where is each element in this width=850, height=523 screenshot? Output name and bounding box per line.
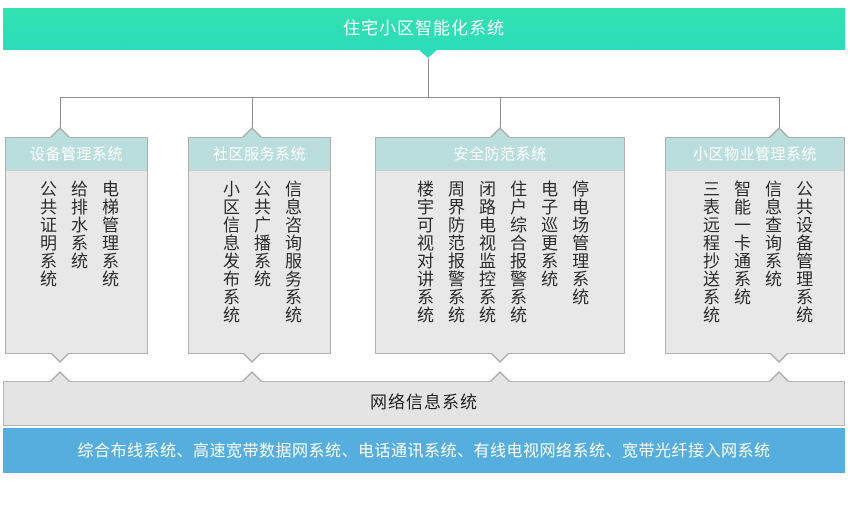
leaf-item[interactable]: 公共证明系统: [35, 180, 56, 288]
leaf-item[interactable]: 楼宇可视对讲系统: [412, 180, 433, 324]
connector-trunk-vertical: [428, 58, 429, 98]
network-bar-notch-3-fill-icon: [491, 373, 509, 382]
leaf-item[interactable]: 三表远程抄送系统: [698, 180, 719, 324]
root-banner-notch-icon: [418, 49, 438, 58]
category-1-top-notch-fill-icon: [51, 129, 69, 138]
category-box-property-management[interactable]: 小区物业管理系统 公共设备管理系统 信息查询系统 智能一卡通系统 三表远程抄送系…: [665, 137, 845, 354]
leaf-item[interactable]: 周界防范报警系统: [443, 180, 464, 324]
leaf-item[interactable]: 电梯管理系统: [98, 180, 119, 288]
category-4-top-notch-fill-icon: [770, 129, 788, 138]
category-header-community-service: 社区服务系统: [189, 138, 330, 171]
leaf-item[interactable]: 闭路电视监控系统: [475, 180, 495, 324]
category-header-label: 小区物业管理系统: [692, 144, 817, 163]
leaf-item[interactable]: 电子巡更系统: [537, 180, 558, 288]
leaf-item[interactable]: 信息查询系统: [761, 180, 782, 288]
category-3-top-notch-fill-icon: [491, 129, 509, 138]
category-body-security-protection: 停电场管理系统 电子巡更系统 住户综合报警系统 闭路电视监控系统 周界防范报警系…: [376, 171, 624, 354]
category-body-equipment-management: 电梯管理系统 给排水系统 公共证明系统: [6, 171, 147, 354]
category-2-bottom-notch-fill-icon: [243, 352, 261, 361]
network-information-bar[interactable]: 网络信息系统: [3, 381, 845, 426]
category-box-equipment-management[interactable]: 设备管理系统 电梯管理系统 给排水系统 公共证明系统: [5, 137, 148, 354]
leaf-item[interactable]: 智能一卡通系统: [730, 180, 750, 306]
connector-drop-1: [60, 97, 61, 137]
leaf-item[interactable]: 给排水系统: [67, 180, 88, 270]
category-box-security-protection[interactable]: 安全防范系统 停电场管理系统 电子巡更系统 住户综合报警系统 闭路电视监控系统 …: [375, 137, 625, 354]
category-box-community-service[interactable]: 社区服务系统 信息咨询服务系统 公共广播系统 小区信息发布系统: [188, 137, 331, 354]
category-body-property-management: 公共设备管理系统 信息查询系统 智能一卡通系统 三表远程抄送系统: [666, 171, 844, 354]
connector-drop-4: [779, 97, 780, 137]
category-header-label: 社区服务系统: [212, 144, 306, 163]
leaf-item[interactable]: 信息咨询服务系统: [281, 180, 302, 324]
category-2-top-notch-fill-icon: [243, 129, 261, 138]
leaf-item[interactable]: 住户综合报警系统: [506, 180, 527, 324]
network-bar-notch-1-fill-icon: [51, 373, 69, 382]
category-1-bottom-notch-fill-icon: [51, 352, 69, 361]
connector-bus-horizontal: [60, 97, 780, 98]
leaf-item[interactable]: 停电场管理系统: [568, 180, 589, 306]
connector-drop-3: [500, 97, 501, 137]
network-information-label: 网络信息系统: [370, 393, 478, 413]
category-header-security-protection: 安全防范系统: [376, 138, 624, 171]
category-header-label: 设备管理系统: [29, 144, 123, 163]
category-body-community-service: 信息咨询服务系统 公共广播系统 小区信息发布系统: [189, 171, 330, 354]
root-system-title: 住宅小区智能化系统: [343, 18, 505, 39]
infrastructure-label: 综合布线系统、高速宽带数据网系统、电话通讯系统、有线电视网络系统、宽带光纤接入网…: [77, 440, 771, 460]
root-system-banner: 住宅小区智能化系统: [3, 8, 845, 50]
leaf-item[interactable]: 公共设备管理系统: [792, 180, 813, 324]
infrastructure-bar[interactable]: 综合布线系统、高速宽带数据网系统、电话通讯系统、有线电视网络系统、宽带光纤接入网…: [3, 428, 845, 473]
network-bar-notch-4-fill-icon: [770, 373, 788, 382]
category-header-label: 安全防范系统: [453, 144, 547, 163]
category-header-equipment-management: 设备管理系统: [6, 138, 147, 171]
network-bar-notch-2-fill-icon: [243, 373, 261, 382]
category-header-property-management: 小区物业管理系统: [666, 138, 844, 171]
category-3-bottom-notch-fill-icon: [491, 352, 509, 361]
leaf-item[interactable]: 公共广播系统: [250, 180, 271, 288]
connector-drop-2: [252, 97, 253, 137]
leaf-item[interactable]: 小区信息发布系统: [218, 180, 239, 324]
category-4-bottom-notch-fill-icon: [770, 352, 788, 361]
